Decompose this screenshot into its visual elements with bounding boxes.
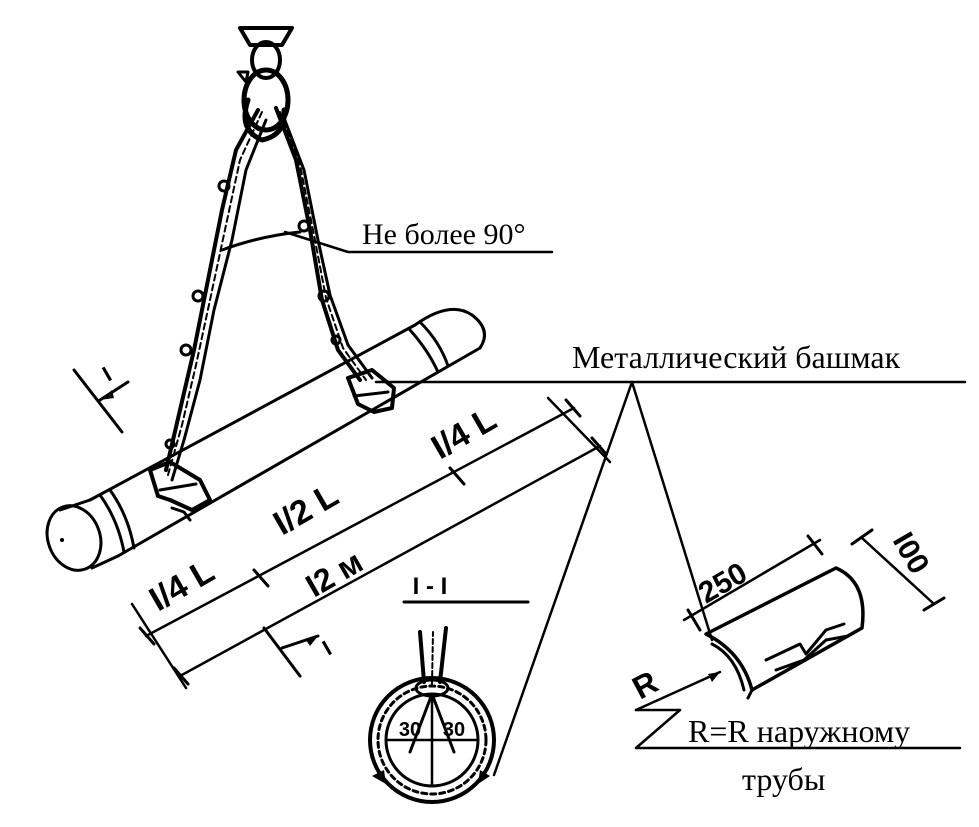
pipe <box>45 307 486 572</box>
shoe-detail-leader-right <box>630 380 714 642</box>
dimension-lines <box>130 396 612 690</box>
angle-arc <box>220 230 302 252</box>
angle-note: Не более 90° <box>362 218 525 251</box>
dim-quarter-left: I/4 L <box>143 552 221 619</box>
shoe-dim-250 <box>682 534 824 632</box>
section-marker-top <box>72 368 130 434</box>
shoe-section-leader <box>492 380 634 777</box>
section-marker-bottom <box>262 626 320 678</box>
radius-note-line1: R=R наружному <box>688 713 910 749</box>
left-sling <box>164 108 268 482</box>
section-mark-bottom-text: I <box>318 636 336 661</box>
left-metal-shoe <box>148 460 212 522</box>
right-sling <box>274 106 374 382</box>
shoe-dim-100 <box>850 528 946 612</box>
section-mark-top-text: I <box>98 362 116 387</box>
shoe-length-text: 250 <box>693 556 753 610</box>
section-title: I - I <box>413 573 448 600</box>
dim-half: I/2 L <box>267 476 345 543</box>
section-angle-left: 30 <box>399 719 421 741</box>
radius-note-line2: трубы <box>742 761 825 797</box>
shoe-detail <box>634 566 962 750</box>
cross-section <box>368 600 530 804</box>
right-metal-shoe <box>346 368 396 414</box>
angle-leader-line <box>283 230 554 254</box>
shoe-width-text: I00 <box>886 527 935 580</box>
section-angle-right: 30 <box>443 719 465 741</box>
dim-total-length: I2 м <box>300 543 369 604</box>
dim-quarter-right: I/4 L <box>425 400 503 467</box>
shoe-title: Металлический башмак <box>572 339 901 375</box>
